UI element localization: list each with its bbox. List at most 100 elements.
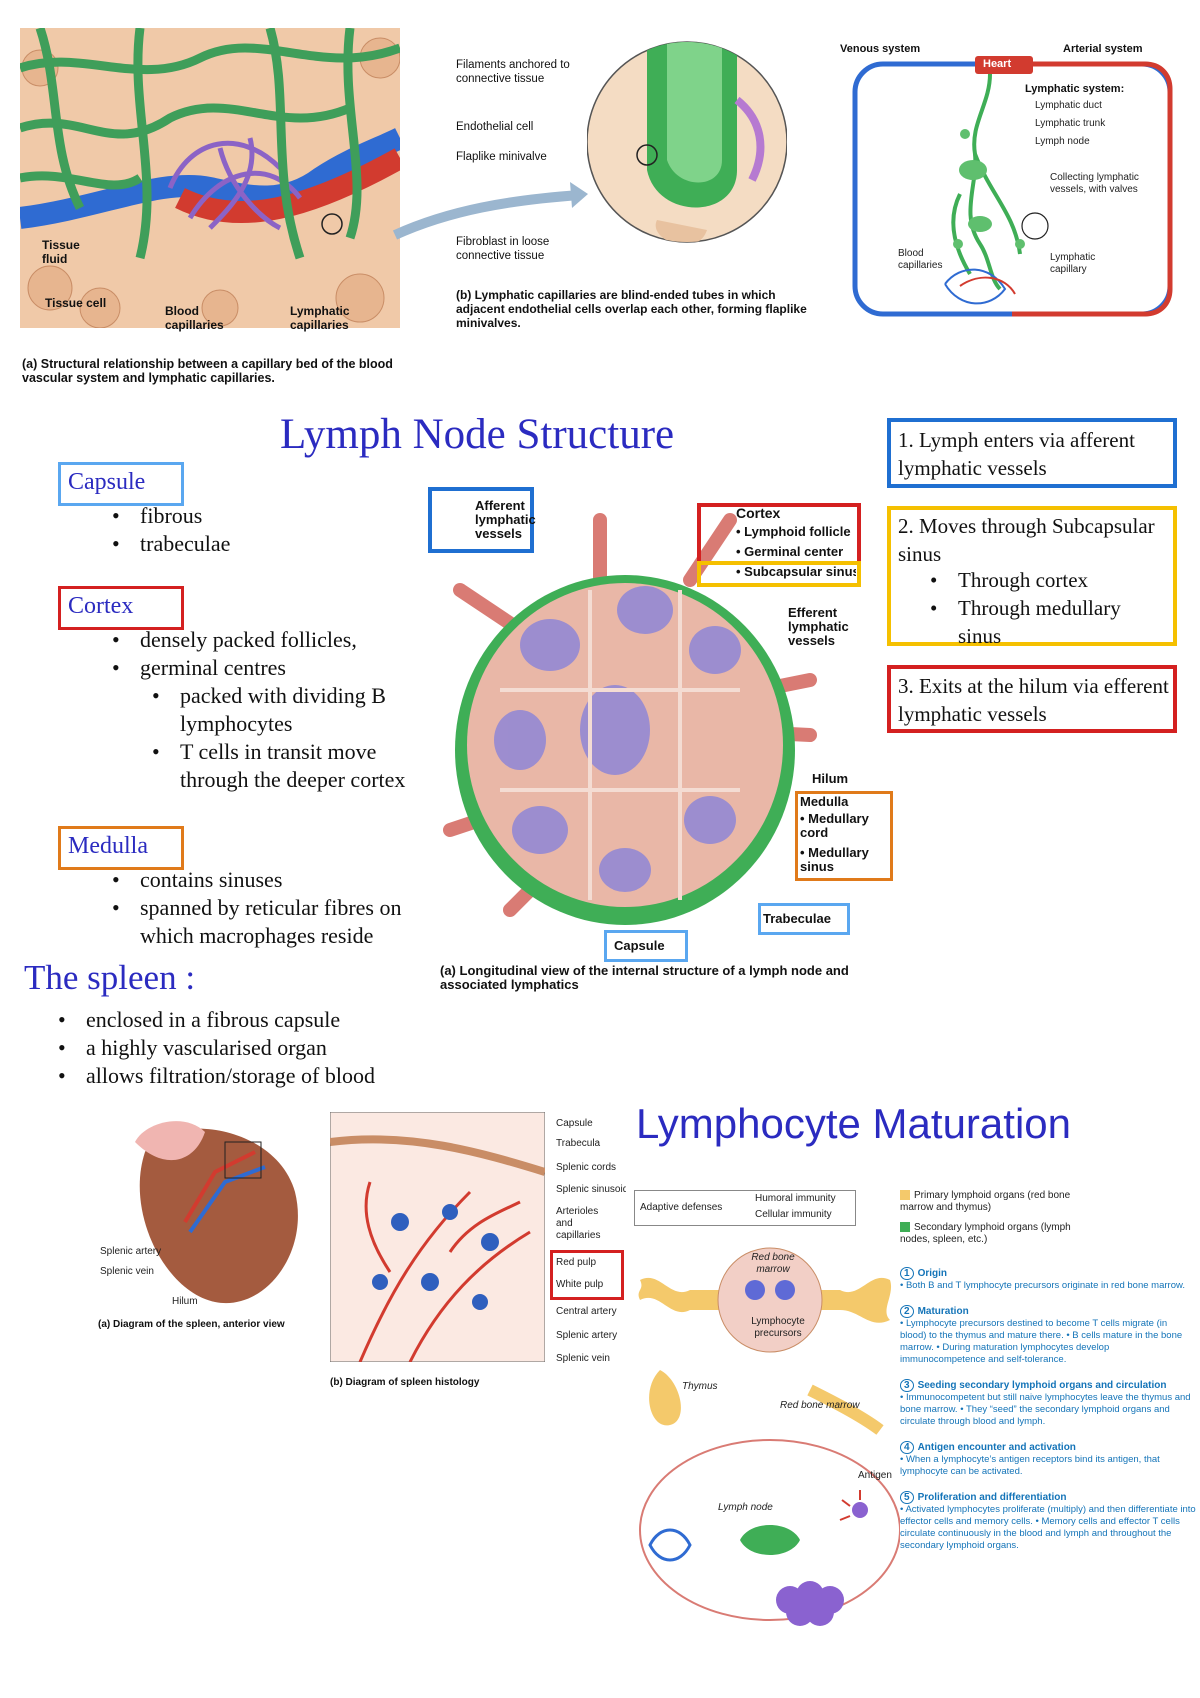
step-title: Origin [917,1268,948,1279]
spleen-b-label-trabecula: Trabecula [556,1138,601,1149]
spleen-b-label-white-pulp: White pulp [556,1279,604,1290]
step-2-text: 2. Moves through Subcapsular sinus [898,514,1155,566]
spleen-histology-illustration [329,1111,547,1363]
lymph-node-label: Lymph node [1035,136,1090,147]
step-number: 3 [900,1379,914,1392]
list-item: enclosed in a fibrous capsule [46,1006,466,1034]
step-title: Antigen encounter and activation [917,1442,1076,1453]
list-item: allows filtration/storage of blood [46,1062,466,1090]
cellular-label: Cellular immunity [755,1209,832,1220]
spleen-a-caption: (a) Diagram of the spleen, anterior view [98,1319,285,1330]
lymphatic-trunk-label: Lymphatic trunk [1035,118,1106,129]
precursors-label: Lymphocyte precursors [751,1316,805,1339]
lymphatic-capillary-c-label: Lymphatic capillary [1050,252,1096,275]
list-item: germinal centres [100,654,440,682]
cortex-heading: Cortex [68,593,134,619]
lymphatic-capillary-closeup [586,30,788,260]
endothelial-label: Endothelial cell [456,121,534,133]
capsule-list: fibrous trabeculae [100,502,400,558]
spleen-hilum-label: Hilum [172,1296,198,1307]
spleen-list: enclosed in a fibrous capsule a highly v… [46,1006,466,1090]
legend-primary: Primary lymphoid organs (red bone marrow… [900,1190,1100,1214]
step-title: Proliferation and differentiation [917,1492,1067,1503]
step-number: 1 [900,1267,914,1280]
medullary-cord-label: • Medullary cord [800,811,869,840]
list-item: densely packed follicles, [100,626,440,654]
afferent-label-box [428,487,534,553]
tissue-cell-label: Tissue cell [45,296,107,310]
cortex-sub-list: packed with dividing B lymphocytes T cel… [130,682,440,794]
spleen-b-label-red-pulp: Red pulp [556,1257,597,1268]
step-title: Maturation [917,1306,969,1317]
blood-capillaries-c-label: Blood capillaries [898,248,943,271]
splenic-vein-label: Splenic vein [100,1266,154,1277]
minivalve-label: Flaplike minivalve [456,151,547,163]
step-3-text: 3. Exits at the hilum via efferent lymph… [898,674,1169,726]
spleen-anterior-illustration [125,1112,305,1312]
lymphatic-capillaries-label: Lymphatic capillaries [290,304,350,332]
rbm-label: Red bone marrow [780,1400,860,1411]
collecting-vessels-label: Collecting lymphatic vessels, with valve… [1050,172,1139,195]
antigen-label: Antigen [858,1470,892,1481]
step-title: Seeding secondary lymphoid organs and ci… [917,1380,1167,1391]
rbm-circle-label: Red bone marrow [751,1252,795,1275]
efferent-label: Efferent lymphatic vessels [788,605,849,648]
filaments-label: Filaments anchored to connective tissue [456,59,570,85]
lymph-node-mat-label: Lymph node [718,1502,773,1513]
medulla-heading: Medulla [68,833,148,859]
list-item: packed with dividing B lymphocytes [130,682,440,738]
heart-label: Heart [983,58,1012,70]
trabeculae-label: Trabeculae [763,911,831,926]
list-item: spanned by reticular fibres on which mac… [100,894,440,950]
legend-primary-label: Primary lymphoid organs (red bone marrow… [900,1190,1071,1213]
pulp-label-box [550,1250,624,1300]
adaptive-defenses-label: Adaptive defenses [640,1202,723,1213]
spleen-b-label-splenic-vein: Splenic vein [556,1353,610,1364]
spleen-title: The spleen : [24,958,196,997]
spleen-b-label-sinusoids: Splenic sinusoids [556,1184,626,1195]
capsule-label-box [604,930,688,962]
lymph-node-illustration [440,500,840,940]
list-item: a highly vascularised organ [46,1034,466,1062]
spleen-b-label-capsule: Capsule [556,1118,593,1129]
blood-capillaries-label: Blood capillaries [165,304,224,332]
adaptive-defenses-box [634,1190,856,1226]
list-item: trabeculae [100,530,400,558]
capsule-heading: Capsule [68,469,146,495]
step-text: • Immunocompetent but still naive lympho… [900,1392,1191,1427]
spleen-b-label-central-artery: Central artery [556,1306,617,1317]
lymphatic-system-label: Lymphatic system: [1025,83,1125,95]
maturation-illustration [630,1240,901,1630]
subcapsular-label-box [697,561,861,587]
magnify-arrow [392,182,588,240]
medulla-label-box [795,791,893,881]
list-item: fibrous [100,502,400,530]
germinal-center-label: • Germinal center [736,545,844,559]
step-number: 5 [900,1491,914,1504]
medulla-diagram-label: Medulla [800,794,849,809]
step-number: 2 [900,1305,914,1318]
spleen-b-label-arterioles: Arterioles and capillaries [556,1206,601,1241]
list-item: Through medullary sinus [918,594,1168,650]
thymus-label: Thymus [682,1381,718,1392]
arterial-system-label: Arterial system [1063,43,1143,55]
tissue-fluid-label: Tissue fluid [42,238,80,266]
spleen-b-label-splenic-artery: Splenic artery [556,1330,618,1341]
lymphatic-duct-label: Lymphatic duct [1035,100,1102,111]
step-1-text: 1. Lymph enters via afferent lymphatic v… [898,428,1135,480]
step-3-box [887,665,1177,733]
list-item: Through cortex [918,566,1168,594]
hilum-label: Hilum [812,771,849,786]
lymph-node-title: Lymph Node Structure [280,411,675,458]
step-1-box [887,418,1177,488]
cortex-diagram-label: Cortex [736,505,781,521]
capillary-bed-illustration [18,26,406,329]
step-2-list: Through cortex Through medullary sinus [918,566,1168,650]
splenic-artery-label: Splenic artery [100,1246,162,1257]
maturation-title: Lymphocyte Maturation [636,1100,1071,1147]
venous-system-label: Venous system [840,43,921,55]
lymphoid-follicle-label: • Lymphoid follicle [736,525,851,539]
